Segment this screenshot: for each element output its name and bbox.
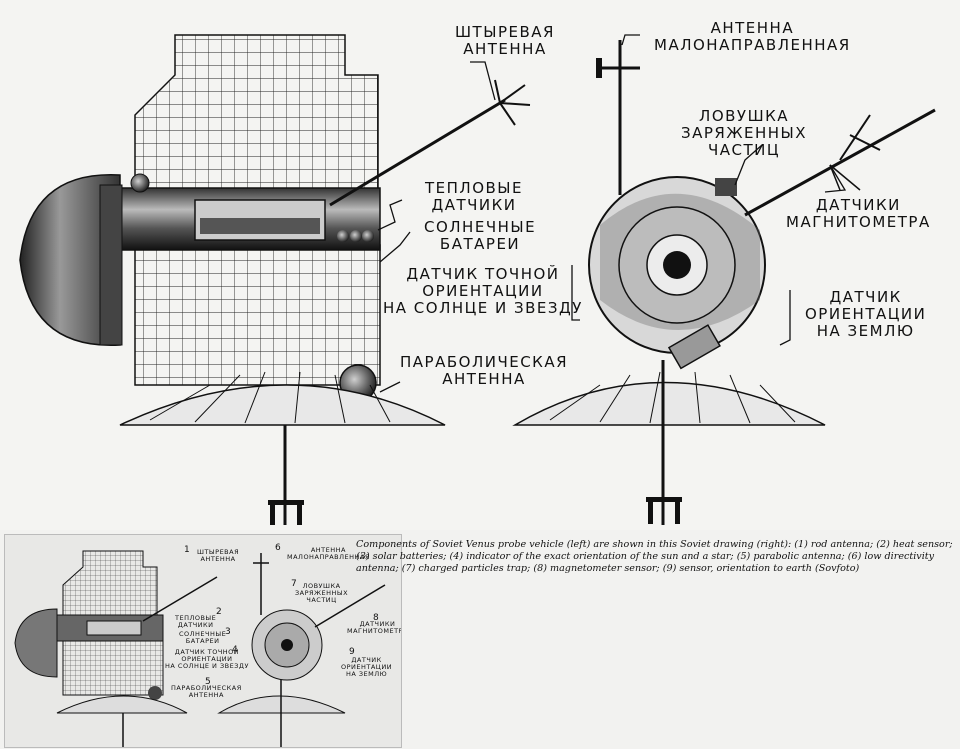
thumb-number-3: 3 — [225, 627, 231, 637]
label-rod-antenna: Штыревая антенна — [455, 23, 555, 58]
label-low-directivity-antenna: Антенна малонаправленная — [654, 19, 851, 54]
thumb-label-exact-orientation: Датчик точной ориентации на Солнце и Зве… — [165, 648, 249, 670]
thumb-label-parabolic-antenna: Параболическая антенна — [171, 684, 242, 699]
thumb-number-7: 7 — [291, 579, 297, 589]
left-view — [19, 34, 531, 525]
caption: Components of Soviet Venus probe vehicle… — [356, 539, 956, 575]
thumbnail-svg — [14, 550, 386, 747]
label-charged-particles-trap: Ловушка заряженных частиц — [681, 107, 808, 159]
label-heat-sensors: Тепловые датчики — [425, 179, 524, 214]
thumb-label-rod-antenna: Штыревая антенна — [197, 548, 240, 563]
thumb-label-low-directivity-antenna: Антенна малонаправленная — [287, 546, 370, 561]
thumb-number-8: 8 — [373, 613, 379, 623]
thumb-label-earth-orientation: Датчик ориентации на Землю — [341, 656, 393, 678]
label-magnetometer-sensors: Датчики магнитометра — [786, 196, 931, 231]
thumb-number-5: 5 — [205, 677, 211, 687]
main-drawing: Штыревая антенна Антенна малонаправленна… — [19, 19, 936, 525]
label-exact-orientation-indicator: Датчик точной ориентации на Солнце и Зве… — [383, 265, 583, 317]
thumb-label-solar-batteries: Солнечные батареи — [179, 630, 227, 645]
thumb-label-magnetometer: Датчики магнитометра — [347, 620, 402, 635]
thumb-label-charged-particles-trap: Ловушка заряженных частиц — [295, 582, 349, 604]
probe-drawing — [19, 34, 936, 525]
thumb-label-heat-sensors: Тепловые датчики — [175, 614, 217, 629]
thumb-number-6: 6 — [275, 543, 281, 553]
thumb-number-2: 2 — [216, 607, 222, 617]
label-solar-batteries: Солнечные батареи — [424, 218, 537, 253]
thumb-number-4: 4 — [232, 645, 238, 655]
thumb-number-1: 1 — [184, 545, 190, 555]
thumb-number-9: 9 — [349, 647, 355, 657]
leader-lines — [377, 34, 847, 393]
label-parabolic-antenna: Параболическая антенна — [400, 353, 569, 388]
thumbnail-drawing: 1 2 3 4 5 6 7 8 9 Штыревая антенна Антен… — [4, 534, 402, 748]
caption-text: Components of Soviet Venus probe vehicle… — [356, 539, 953, 574]
right-view — [512, 40, 936, 525]
label-earth-orientation-sensor: Датчик ориентации на Землю — [805, 288, 927, 340]
